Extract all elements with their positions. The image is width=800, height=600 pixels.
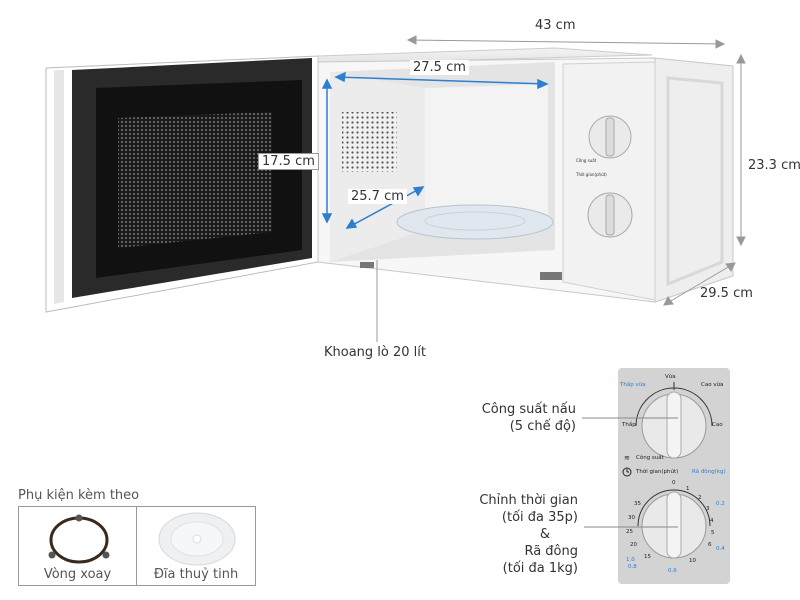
defrost-mark: 0.2 <box>716 501 725 507</box>
timer-tick: 35 <box>634 501 641 507</box>
svg-text:≋: ≋ <box>624 454 630 462</box>
svg-text:Thời gian(phút): Thời gian(phút) <box>575 172 607 177</box>
cavity-capacity-label: Khoang lò 20 lít <box>324 345 427 360</box>
dimension-lines <box>376 35 746 342</box>
timer-tick: 2 <box>698 495 702 501</box>
rotating-ring-icon <box>48 514 110 564</box>
timer-tick: 20 <box>630 542 637 548</box>
cavity-height-label: 17.5 cm <box>258 153 319 170</box>
accessories-title: Phụ kiện kèm theo <box>18 488 140 503</box>
accessory-item-glass-plate: Đĩa thuỷ tinh <box>136 506 256 586</box>
timer-tick: 6 <box>708 542 712 548</box>
timer-tick: 0 <box>672 480 676 486</box>
accessory-label: Vòng xoay <box>43 567 112 582</box>
power-callout-line: (5 chế độ) <box>509 419 576 434</box>
svg-text:Công suất: Công suất <box>576 158 597 163</box>
timer-tick: 10 <box>689 558 696 564</box>
power-high: Cao <box>712 422 723 428</box>
defrost-mark: 0.8 <box>628 564 637 570</box>
power-medium-high: Cao vừa <box>701 382 724 388</box>
width-dimension-label: 43 cm <box>535 18 576 33</box>
timer-defrost-label: Rã đông(kg) <box>692 469 726 475</box>
cavity-dimension-lines <box>321 71 549 229</box>
power-caption: Công suất <box>636 455 664 461</box>
open-door <box>45 55 319 313</box>
accessory-item-ring: Vòng xoay <box>18 506 137 586</box>
timer-callout: Chỉnh thời gian (tối đa 35p) & Rã đông (… <box>418 492 578 577</box>
power-callout: Công suất nấu (5 chế độ) <box>416 401 576 435</box>
timer-tick: 4 <box>710 518 714 524</box>
power-callout-line: Công suất nấu <box>481 402 576 417</box>
timer-tick: 25 <box>626 529 633 535</box>
accessory-label: Đĩa thuỷ tinh <box>153 567 239 582</box>
height-dimension-label: 23.3 cm <box>748 158 800 173</box>
timer-time-label: Thời gian(phút) <box>636 469 679 475</box>
timer-tick: 1 <box>686 486 690 492</box>
defrost-mark: 1.0 <box>626 557 635 563</box>
timer-callout-line: (tối đa 1kg) <box>502 561 578 576</box>
depth-dimension-label: 29.5 cm <box>700 286 753 301</box>
glass-plate-icon <box>158 512 236 566</box>
control-panel-closeup: ≋ Thấp vừa Vừa Cao vừa Thấp Cao Công suấ… <box>618 368 730 584</box>
timer-callout-line: Rã đông <box>524 544 578 559</box>
power-low: Thấp <box>622 422 636 428</box>
timer-callout-line: & <box>539 527 550 542</box>
timer-tick: 5 <box>711 530 715 536</box>
power-medium: Vừa <box>665 374 676 380</box>
timer-callout-line: Chỉnh thời gian <box>479 493 578 508</box>
timer-tick: 30 <box>628 515 635 521</box>
cavity-depth-label: 25.7 cm <box>348 189 407 204</box>
microwave-body: Công suất Thời gian(phút) <box>317 47 734 303</box>
defrost-mark: 0.4 <box>716 546 725 552</box>
cavity-width-label: 27.5 cm <box>410 60 469 75</box>
timer-callout-line: (tối đa 35p) <box>501 510 578 525</box>
control-panel-dials: ≋ <box>622 382 713 559</box>
microwave-illustration: Công suất Thời gian(phút) <box>45 35 746 342</box>
timer-tick: 15 <box>644 554 651 560</box>
defrost-mark: 0.6 <box>668 568 677 574</box>
timer-tick: 3 <box>706 506 710 512</box>
power-low-defrost: Thấp vừa <box>620 382 646 388</box>
